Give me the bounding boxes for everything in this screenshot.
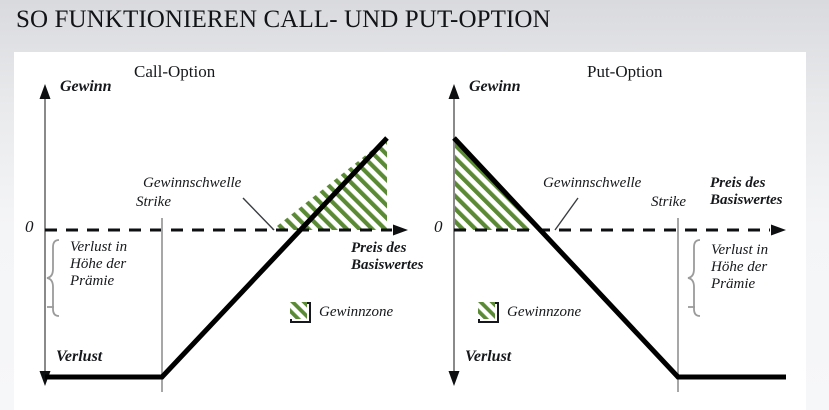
breakeven-leader-put [554,197,579,231]
chart-call-option: Call-Option Gewinn Verlust 0 Strike Gewi… [14,52,424,410]
x-axis-label-call: Preis des Basiswertes [351,240,424,274]
content-panel: Call-Option Gewinn Verlust 0 Strike Gewi… [14,52,806,410]
x-axis-label-line2-call: Basiswertes [351,257,424,273]
x-axis-label-line1-put: Preis des [710,175,766,191]
premium-label-line1-put: Verlust in [711,242,769,258]
premium-label-line1-call: Verlust in [70,239,128,255]
premium-label-line2-call: Höhe der [70,256,127,272]
axis-label-verlust-call: Verlust [56,348,103,365]
x-axis-label-line2-put: Basiswertes [710,192,783,208]
chart-call-title: Call-Option [134,62,216,81]
legend-swatch-gewinnzone-call [290,302,311,323]
premium-label-call: Verlust in Höhe der Prämie [70,239,127,290]
x-axis-label-line1-call: Preis des [351,240,407,256]
y-axis-arrow-up-put [448,84,460,99]
page-title: SO FUNKTIONIEREN CALL- UND PUT-OPTION [16,6,551,33]
premium-label-line3-call: Prämie [70,273,115,289]
legend-label-gewinnzone-call: Gewinnzone [319,304,394,320]
legend-call: Gewinnzone [290,302,393,323]
breakeven-label-call: Gewinnschwelle [143,175,242,191]
premium-label-line2-put: Höhe der [711,259,768,275]
breakeven-leader-call [242,197,275,231]
x-axis-arrow-put [771,224,786,236]
axis-label-gewinn-call: Gewinn [60,78,112,95]
axis-label-verlust-put: Verlust [465,348,512,365]
breakeven-label-put: Gewinnschwelle [543,175,642,191]
zero-label-call: 0 [25,217,34,236]
chart-call-graphics [39,84,408,392]
zero-label-put: 0 [434,217,443,236]
premium-label-line3-put: Prämie [711,276,756,292]
legend-label-gewinnzone-put: Gewinnzone [507,304,582,320]
strike-label-put: Strike [651,194,686,210]
slide-header: SO FUNKTIONIEREN CALL- UND PUT-OPTION [0,0,829,52]
legend-swatch-gewinnzone-put [478,302,499,323]
chart-put-title: Put-Option [587,62,663,81]
chart-put-option: Put-Option Gewinn Verlust 0 Strike Gewin… [410,52,806,410]
chart-put-graphics [448,84,786,392]
premium-brace-put [687,239,701,317]
profit-zone-call [272,138,387,230]
y-axis-arrow-up-call [39,84,51,99]
x-axis-arrow-call [393,224,408,236]
premium-label-put: Verlust in Höhe der Prämie [711,242,768,293]
premium-brace-call [46,239,60,317]
payoff-line-call [45,136,389,380]
y-axis-arrow-down-put [448,371,460,386]
axis-label-gewinn-put: Gewinn [469,78,521,95]
strike-label-call: Strike [136,194,171,210]
payoff-line-put [452,136,786,380]
legend-put: Gewinnzone [478,302,581,323]
x-axis-label-put: Preis des Basiswertes [710,175,783,209]
